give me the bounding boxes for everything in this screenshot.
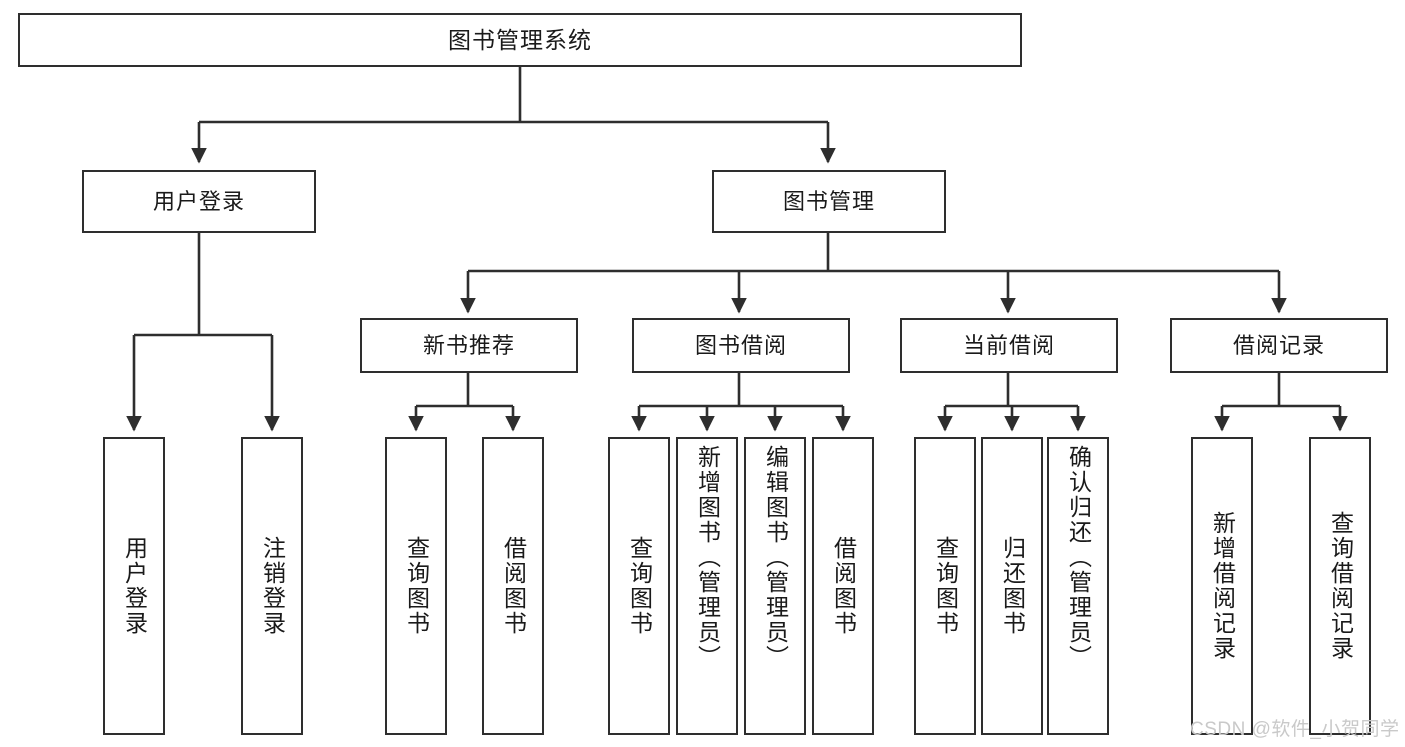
- node-leaf-add-book[interactable]: 新增图书（管理员）: [676, 437, 738, 735]
- node-leaf-query-book-recommend[interactable]: 查询图书: [385, 437, 447, 735]
- node-borrow-record[interactable]: 借阅记录: [1170, 318, 1388, 373]
- node-user-login[interactable]: 用户登录: [82, 170, 316, 233]
- node-label: 确认归还（管理员）: [1065, 445, 1092, 670]
- node-label: 图书管理系统: [448, 26, 592, 53]
- node-label: 查询图书: [932, 536, 959, 636]
- node-leaf-user-login[interactable]: 用户登录: [103, 437, 165, 735]
- node-book-management-system[interactable]: 图书管理系统: [18, 13, 1022, 67]
- node-leaf-query-book-borrow[interactable]: 查询图书: [608, 437, 670, 735]
- node-leaf-add-borrow-record[interactable]: 新增借阅记录: [1191, 437, 1253, 735]
- node-leaf-user-logout[interactable]: 注销登录: [241, 437, 303, 735]
- node-new-book-recommend[interactable]: 新书推荐: [360, 318, 578, 373]
- node-label: 用户登录: [121, 536, 148, 636]
- node-label: 新增借阅记录: [1209, 511, 1236, 661]
- node-leaf-edit-book[interactable]: 编辑图书（管理员）: [744, 437, 806, 735]
- node-leaf-borrow-book-recommend[interactable]: 借阅图书: [482, 437, 544, 735]
- watermark-text: CSDN @软件_小贺同学: [1190, 719, 1400, 740]
- node-leaf-confirm-return[interactable]: 确认归还（管理员）: [1047, 437, 1109, 735]
- node-label: 借阅图书: [830, 536, 857, 636]
- node-book-borrow[interactable]: 图书借阅: [632, 318, 850, 373]
- node-label: 用户登录: [152, 188, 245, 214]
- node-leaf-query-book-current[interactable]: 查询图书: [914, 437, 976, 735]
- node-book-management[interactable]: 图书管理: [712, 170, 946, 233]
- node-label: 注销登录: [259, 536, 286, 636]
- node-current-borrow[interactable]: 当前借阅: [900, 318, 1118, 373]
- node-label: 归还图书: [999, 536, 1026, 636]
- node-leaf-borrow-book[interactable]: 借阅图书: [812, 437, 874, 735]
- node-label: 借阅图书: [500, 536, 527, 636]
- node-label: 查询图书: [626, 536, 653, 636]
- node-label: 查询借阅记录: [1327, 511, 1354, 661]
- node-leaf-return-book[interactable]: 归还图书: [981, 437, 1043, 735]
- node-label: 编辑图书（管理员）: [762, 445, 789, 670]
- node-label: 新增图书（管理员）: [694, 445, 721, 670]
- node-label: 新书推荐: [422, 332, 515, 358]
- node-label: 图书借阅: [694, 332, 787, 358]
- csdn-watermark: CSDN @软件_小贺同学: [1190, 714, 1399, 741]
- node-leaf-query-borrow-record[interactable]: 查询借阅记录: [1309, 437, 1371, 735]
- node-label: 查询图书: [403, 536, 430, 636]
- node-label: 图书管理: [782, 188, 875, 214]
- node-label: 当前借阅: [962, 332, 1055, 358]
- node-label: 借阅记录: [1232, 332, 1325, 358]
